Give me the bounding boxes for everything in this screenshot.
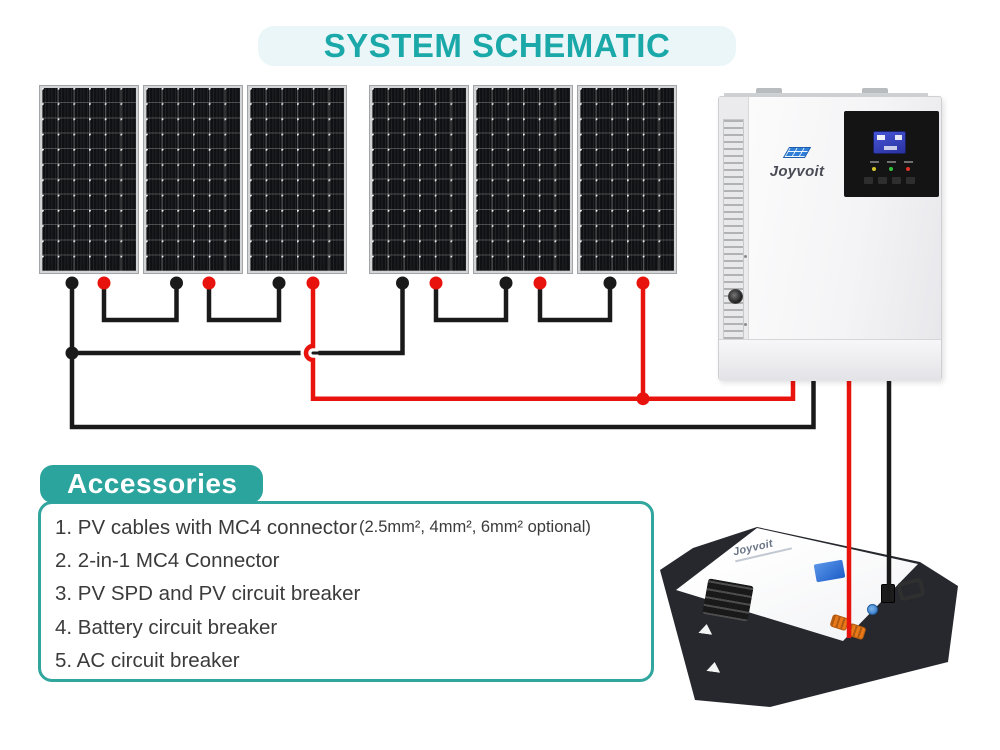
inverter-display-panel <box>844 111 939 197</box>
screw <box>744 255 747 258</box>
positive-terminal-dots <box>97 276 650 406</box>
inverter-button <box>864 177 873 184</box>
negative-terminal-dots <box>65 276 617 360</box>
inverter-side-panel <box>719 97 749 378</box>
inverter-vents <box>723 119 744 367</box>
status-led-green <box>889 167 893 171</box>
accessories-item-3: 3. PV SPD and PV circuit breaker <box>55 582 361 606</box>
accessories-list: 1. PV cables with MC4 connector (2.5mm²,… <box>55 511 591 678</box>
led-label <box>887 161 896 163</box>
battery: Joyvoit <box>655 512 985 722</box>
inverter-button <box>892 177 901 184</box>
series-jumper-wire <box>101 283 179 323</box>
inverter-body: Joyvoit <box>718 96 942 381</box>
battery-side-module <box>702 578 754 622</box>
accessories-header: Accessories <box>40 465 263 503</box>
series-jumper-wire <box>537 283 613 323</box>
inverter-button <box>906 177 915 184</box>
led-label <box>870 161 879 163</box>
inverter-button <box>878 177 887 184</box>
solar-panel-2 <box>143 85 243 274</box>
inverter-knob <box>728 289 743 304</box>
solar-panel-1 <box>39 85 139 274</box>
wire-crossover-gap <box>300 339 319 367</box>
pv-negative-bus-wire <box>69 283 816 430</box>
solar-panel-4 <box>369 85 469 274</box>
inverter-brand-logo: Joyvoit <box>753 145 841 181</box>
solar-panel-logo-icon <box>782 147 812 158</box>
battery-terminal <box>881 584 895 603</box>
screw <box>744 323 747 326</box>
solar-panel-3 <box>247 85 347 274</box>
inverter-brand-name: Joyvoit <box>769 163 825 180</box>
battery-indicator <box>867 604 878 615</box>
string-negative-link-wire <box>72 283 405 356</box>
inverter-bottom-section <box>719 339 941 381</box>
page-title: SYSTEM SCHEMATIC <box>323 27 671 64</box>
solar-panel-6 <box>577 85 677 274</box>
solar-panel-5 <box>473 85 573 274</box>
lcd-display <box>873 131 906 154</box>
accessories-item-1: 1. PV cables with MC4 connector (2.5mm²,… <box>55 515 591 539</box>
series-jumper-wire <box>433 283 509 323</box>
inverter: Joyvoit <box>718 86 942 381</box>
accessories-item-note: (2.5mm², 4mm², 6mm² optional) <box>358 518 591 537</box>
accessories-item-2: 2. 2-in-1 MC4 Connector <box>55 549 280 573</box>
accessories-item-4: 4. Battery circuit breaker <box>55 615 278 639</box>
led-label <box>904 161 913 163</box>
accessories-panel <box>38 501 654 682</box>
title-banner: SYSTEM SCHEMATIC <box>258 26 736 66</box>
status-led-yellow <box>872 167 876 171</box>
status-led-red <box>906 167 910 171</box>
series-jumper-wire <box>206 283 282 323</box>
accessories-item-5: 5. AC circuit breaker <box>55 649 240 673</box>
